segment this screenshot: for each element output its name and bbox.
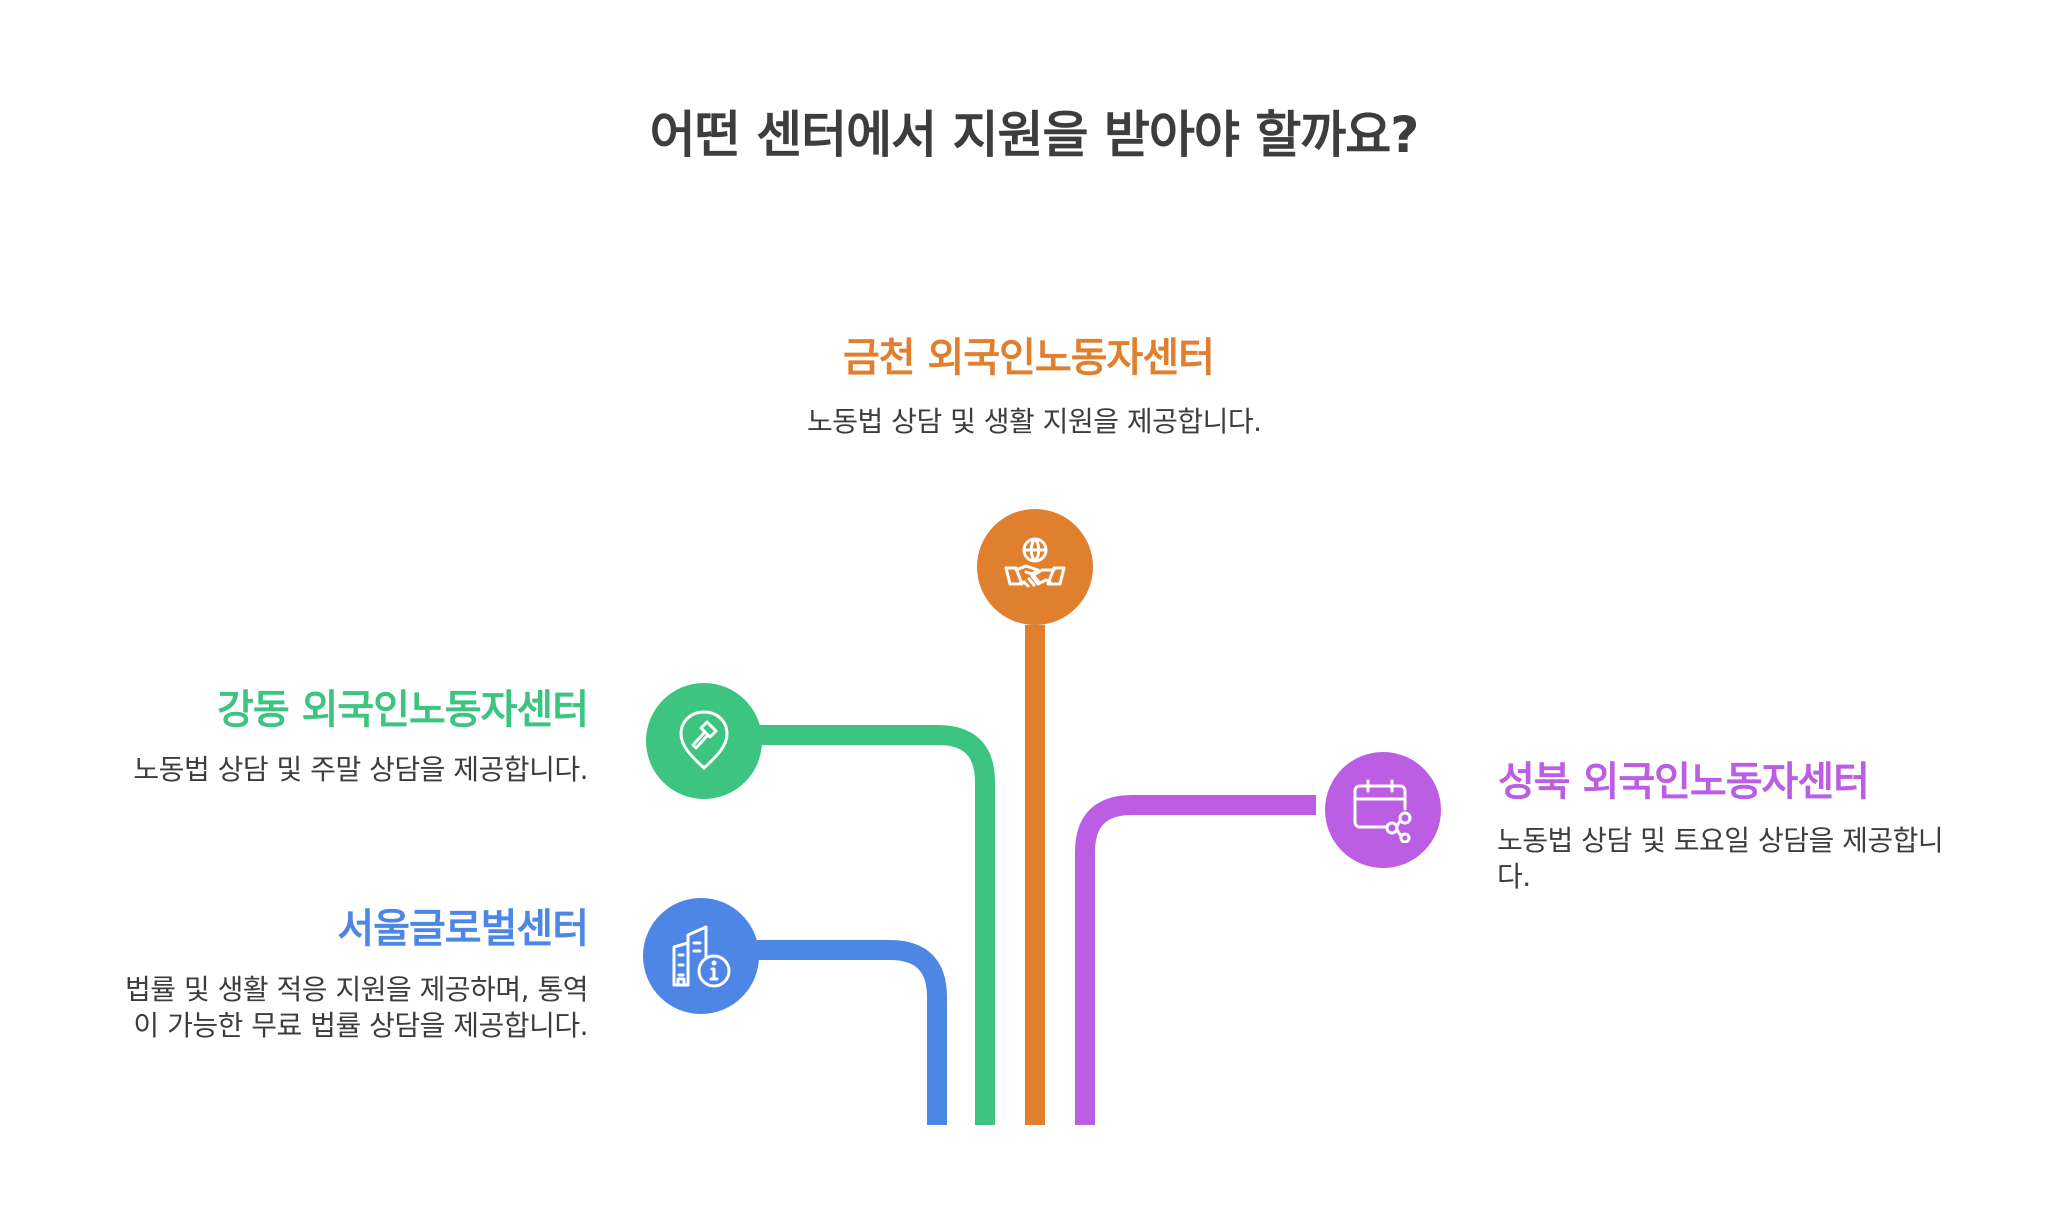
seoul-global-node (643, 898, 759, 1014)
seoul-global-center-name: 서울글로벌센터 (337, 906, 589, 952)
calendar-share-icon (1353, 779, 1412, 843)
page-title: 어떤 센터에서 지원을 받아야 할까요? (649, 106, 1420, 164)
geumcheon-center-description: 노동법 상담 및 생활 지원을 제공합니다. (807, 405, 1262, 438)
handshake-globe-icon (1004, 537, 1066, 588)
building-info-icon (672, 925, 731, 988)
gangdong-center-name: 강동 외국인노동자센터 (217, 687, 589, 733)
seoul-global-center-description: 법률 및 생활 적응 지원을 제공하며, 통역이 가능한 무료 법률 상담을 제… (125, 973, 588, 1042)
seongbuk-center-name: 성북 외국인노동자센터 (1498, 759, 1870, 805)
connector-line-seoul-global (757, 940, 947, 1125)
seongbuk-center-description: 노동법 상담 및 토요일 상담을 제공합니다. (1497, 824, 1944, 893)
seongbuk-node (1325, 752, 1441, 868)
connector-line-seongbuk (1075, 795, 1316, 1125)
geumcheon-node (977, 509, 1093, 625)
map-pin-tool-icon (679, 710, 729, 770)
geumcheon-center-name: 금천 외국인노동자센터 (843, 335, 1215, 381)
connector-line-gangdong (758, 725, 995, 1125)
gangdong-node (646, 683, 762, 799)
gangdong-center-description: 노동법 상담 및 주말 상담을 제공합니다. (133, 753, 588, 786)
